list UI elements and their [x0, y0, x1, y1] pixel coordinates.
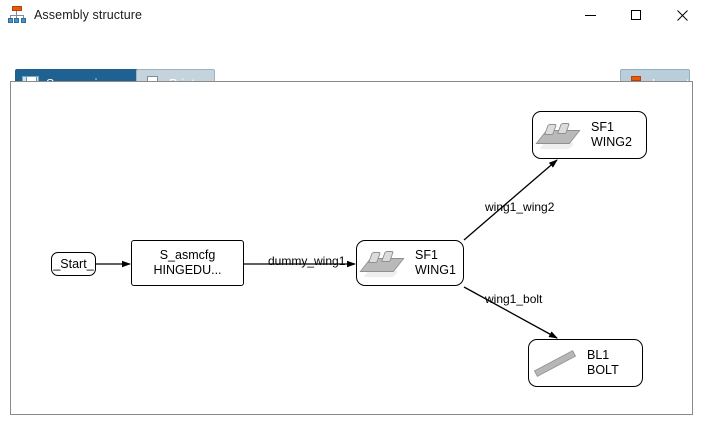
node-wing2-line2: WING2: [591, 135, 632, 149]
node-asmcfg[interactable]: S_asmcfg HINGEDU...: [131, 240, 244, 286]
node-wing1[interactable]: SF1 WING1: [356, 240, 464, 286]
node-asmcfg-label: S_asmcfg HINGEDU...: [153, 248, 221, 278]
node-wing2[interactable]: SF1 WING2: [532, 111, 647, 159]
edge-wing1-bolt: [463, 286, 558, 339]
node-bolt-line1: BL1: [587, 348, 610, 362]
diagram-edges: [96, 159, 558, 339]
edge-label-wing1-wing2: wing1_wing2: [485, 200, 555, 214]
minimize-button[interactable]: [567, 0, 613, 30]
node-wing2-label: SF1 WING2: [591, 120, 632, 150]
maximize-button[interactable]: [613, 0, 659, 30]
edge-label-wing1-bolt: wing1_bolt: [485, 292, 543, 306]
edge-label-dummy-wing1: dummy_wing1: [268, 254, 346, 268]
toolbar: Save as image... Print...: [0, 30, 705, 99]
edge-wing1-wing2: [463, 159, 558, 241]
node-wing1-line2: WING1: [415, 263, 456, 277]
node-start[interactable]: _Start_: [51, 252, 96, 276]
close-icon: [676, 9, 688, 21]
hierarchy-icon: [8, 6, 26, 24]
node-start-label: _Start_: [53, 256, 94, 271]
node-wing2-line1: SF1: [591, 120, 614, 134]
window-title: Assembly structure: [34, 8, 143, 22]
title-bar: Assembly structure: [0, 0, 705, 30]
node-bolt-label: BL1 BOLT: [587, 348, 619, 378]
part-icon: [535, 121, 581, 149]
maximize-icon: [631, 10, 641, 20]
part-icon: [359, 249, 405, 277]
node-wing1-line1: SF1: [415, 248, 438, 262]
diagram-canvas[interactable]: _Start_ S_asmcfg HINGEDU... SF1 WING1: [10, 81, 693, 415]
window-controls: [567, 0, 705, 30]
node-asmcfg-line1: S_asmcfg: [159, 248, 216, 262]
node-wing1-label: SF1 WING1: [415, 248, 456, 278]
node-bolt[interactable]: BL1 BOLT: [528, 339, 643, 387]
node-bolt-line2: BOLT: [587, 363, 619, 377]
bolt-icon: [533, 349, 577, 377]
minimize-icon: [584, 14, 596, 16]
close-button[interactable]: [659, 0, 705, 30]
node-asmcfg-line2: HINGEDU...: [153, 263, 222, 277]
